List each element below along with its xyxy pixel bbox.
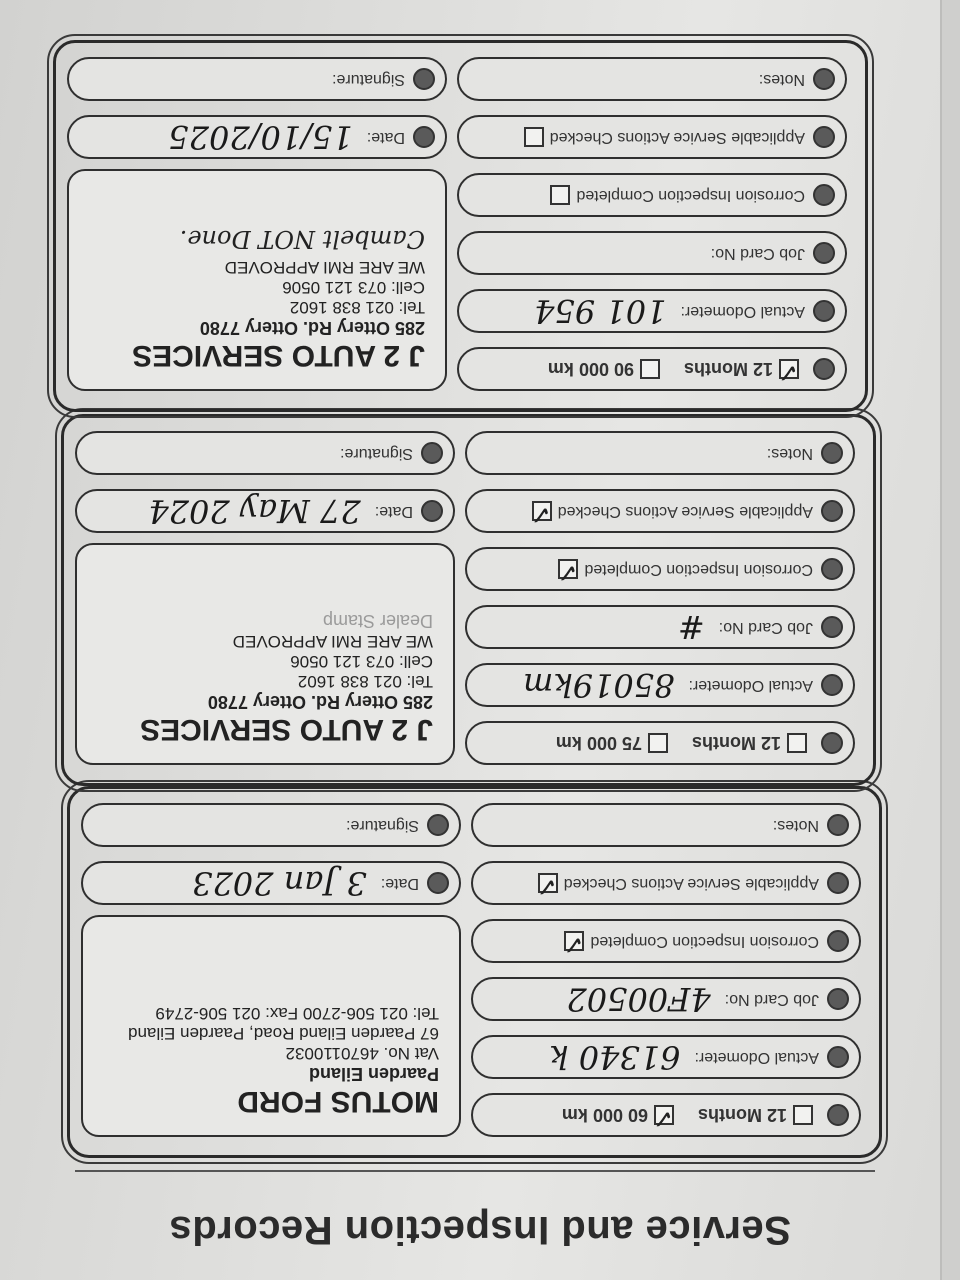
bullet-dot-icon <box>821 442 843 464</box>
km-checkbox[interactable] <box>653 1105 674 1125</box>
title-divider <box>75 1170 875 1172</box>
notes-field[interactable]: Notes: <box>465 431 855 475</box>
bullet-dot-icon <box>813 242 835 264</box>
odometer-field[interactable]: Actual Odometer:61340 k <box>471 1035 861 1079</box>
job-card-value: 4F00502 <box>566 980 711 1018</box>
bullet-dot-icon <box>813 184 835 206</box>
notes-field[interactable]: Notes: <box>457 57 847 101</box>
corrosion-checkbox[interactable] <box>558 559 579 579</box>
signature-field[interactable]: Signature: <box>81 803 461 847</box>
bullet-dot-icon <box>821 616 843 638</box>
bullet-dot-icon <box>827 988 849 1010</box>
odometer-field[interactable]: Actual Odometer:101 954 <box>457 289 847 333</box>
odometer-value: 101 954 <box>534 292 667 330</box>
handwritten-note: Cambelt NOT Done. <box>179 225 425 253</box>
bullet-dot-icon <box>827 930 849 952</box>
job-card-field[interactable]: Job Card No: <box>457 231 847 275</box>
date-field[interactable]: Date:3 Jan 2023 <box>81 861 461 905</box>
signature-field[interactable]: Signature: <box>67 57 447 101</box>
bullet-dot-icon <box>421 442 443 464</box>
bullet-dot-icon <box>827 1046 849 1068</box>
bullet-dot-icon <box>813 68 835 90</box>
bullet-dot-icon <box>821 500 843 522</box>
bullet-dot-icon <box>813 126 835 148</box>
odometer-value: 61340 k <box>549 1038 681 1076</box>
applicable-field[interactable]: Applicable Service Actions Checked <box>465 489 855 533</box>
applicable-checkbox[interactable] <box>523 127 544 147</box>
bullet-dot-icon <box>427 814 449 836</box>
corrosion-checkbox[interactable] <box>564 931 585 951</box>
bullet-dot-icon <box>813 300 835 322</box>
bullet-dot-icon <box>413 68 435 90</box>
date-value: 3 Jan 2023 <box>192 864 367 902</box>
corrosion-field[interactable]: Corrosion Inspection Completed <box>457 173 847 217</box>
bullet-dot-icon <box>413 126 435 148</box>
job-card-value: # <box>677 608 705 646</box>
date-value: 27 May 2024 <box>148 492 361 530</box>
job-card-field[interactable]: Job Card No:4F00502 <box>471 977 861 1021</box>
bullet-dot-icon <box>827 872 849 894</box>
signature-field[interactable]: Signature: <box>75 431 455 475</box>
interval-field[interactable]: 12 Months60 000 km <box>471 1093 861 1137</box>
applicable-field[interactable]: Applicable Service Actions Checked <box>471 861 861 905</box>
bullet-dot-icon <box>813 358 835 380</box>
date-value: 15/10/2025 <box>168 118 353 156</box>
dealer-stamp: J 2 AUTO SERVICES 285 Ottery Rd. Ottery … <box>75 543 455 765</box>
months-checkbox[interactable] <box>787 733 807 753</box>
date-field[interactable]: Date:15/10/2025 <box>67 115 447 159</box>
page-title: Service and Inspection Records <box>169 1208 791 1252</box>
date-field[interactable]: Date:27 May 2024 <box>75 489 455 533</box>
service-record-1: 12 Months60 000 km Actual Odometer:61340 … <box>67 786 882 1158</box>
km-checkbox[interactable] <box>647 733 668 753</box>
notes-field[interactable]: Notes: <box>471 803 861 847</box>
odometer-field[interactable]: Actual Odometer:85019km <box>465 663 855 707</box>
page-edge <box>940 0 960 1280</box>
bullet-dot-icon <box>427 872 449 894</box>
dealer-stamp: MOTUS FORD Paarden Eiland Vat No. 467011… <box>81 915 461 1137</box>
months-checkbox[interactable] <box>793 1105 813 1125</box>
dealer-stamp: J 2 AUTO SERVICES 285 Ottery Rd. Ottery … <box>67 169 447 391</box>
corrosion-checkbox[interactable] <box>550 185 571 205</box>
km-checkbox[interactable] <box>639 359 660 379</box>
months-checkbox[interactable] <box>779 359 799 379</box>
job-card-field[interactable]: Job Card No:# <box>465 605 855 649</box>
applicable-checkbox[interactable] <box>531 501 552 521</box>
bullet-dot-icon <box>421 500 443 522</box>
bullet-dot-icon <box>827 814 849 836</box>
applicable-field[interactable]: Applicable Service Actions Checked <box>457 115 847 159</box>
bullet-dot-icon <box>827 1104 849 1126</box>
bullet-dot-icon <box>821 674 843 696</box>
odometer-value: 85019km <box>522 666 675 704</box>
bullet-dot-icon <box>821 558 843 580</box>
applicable-checkbox[interactable] <box>537 873 558 893</box>
corrosion-field[interactable]: Corrosion Inspection Completed <box>465 547 855 591</box>
bullet-dot-icon <box>821 732 843 754</box>
corrosion-field[interactable]: Corrosion Inspection Completed <box>471 919 861 963</box>
